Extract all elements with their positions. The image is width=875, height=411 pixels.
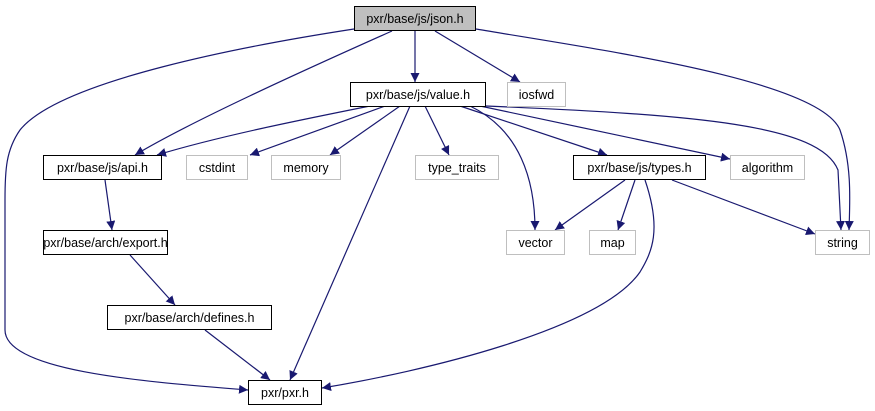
node-types-h[interactable]: pxr/base/js/types.h: [573, 155, 706, 180]
node-type-traits: type_traits: [415, 155, 499, 180]
edge-value-to-pxr: [289, 105, 411, 381]
node-value-h[interactable]: pxr/base/js/value.h: [350, 82, 486, 107]
edge-json-to-pxr: [4, 28, 355, 394]
edge-json-to-api: [134, 30, 393, 156]
node-vector: vector: [506, 230, 565, 255]
edge-types-to-vector: [554, 179, 626, 231]
edge-value-to-vector: [469, 105, 540, 231]
node-iosfwd: iosfwd: [507, 82, 566, 107]
node-cstdint: cstdint: [186, 155, 248, 180]
node-export-h[interactable]: pxr/base/arch/export.h: [43, 230, 168, 255]
edge-value-to-string: [485, 105, 846, 231]
edge-value-to-algorithm: [479, 105, 731, 162]
edge-types-to-map: [616, 179, 636, 231]
edge-json-to-string: [475, 28, 854, 231]
edge-types-to-string: [671, 179, 816, 236]
edge-export-to-defines: [129, 254, 176, 306]
node-json-h: pxr/base/js/json.h: [354, 6, 476, 31]
edge-types-to-pxr: [321, 179, 655, 391]
edge-json-to-iosfwd: [434, 30, 521, 83]
node-map: map: [589, 230, 636, 255]
node-string: string: [815, 230, 870, 255]
node-memory: memory: [271, 155, 341, 180]
edge-api-to-export: [104, 179, 116, 231]
edge-value-to-api: [156, 105, 371, 157]
node-defines-h[interactable]: pxr/base/arch/defines.h: [107, 305, 272, 330]
node-api-h[interactable]: pxr/base/js/api.h: [43, 155, 162, 180]
node-pxr-h[interactable]: pxr/pxr.h: [248, 380, 322, 405]
edge-value-to-memory: [329, 105, 401, 156]
edge-value-to-cstdint: [249, 105, 386, 157]
edge-value-to-type_traits: [424, 105, 450, 156]
node-algorithm: algorithm: [730, 155, 805, 180]
edge-defines-to-pxr: [204, 329, 271, 381]
